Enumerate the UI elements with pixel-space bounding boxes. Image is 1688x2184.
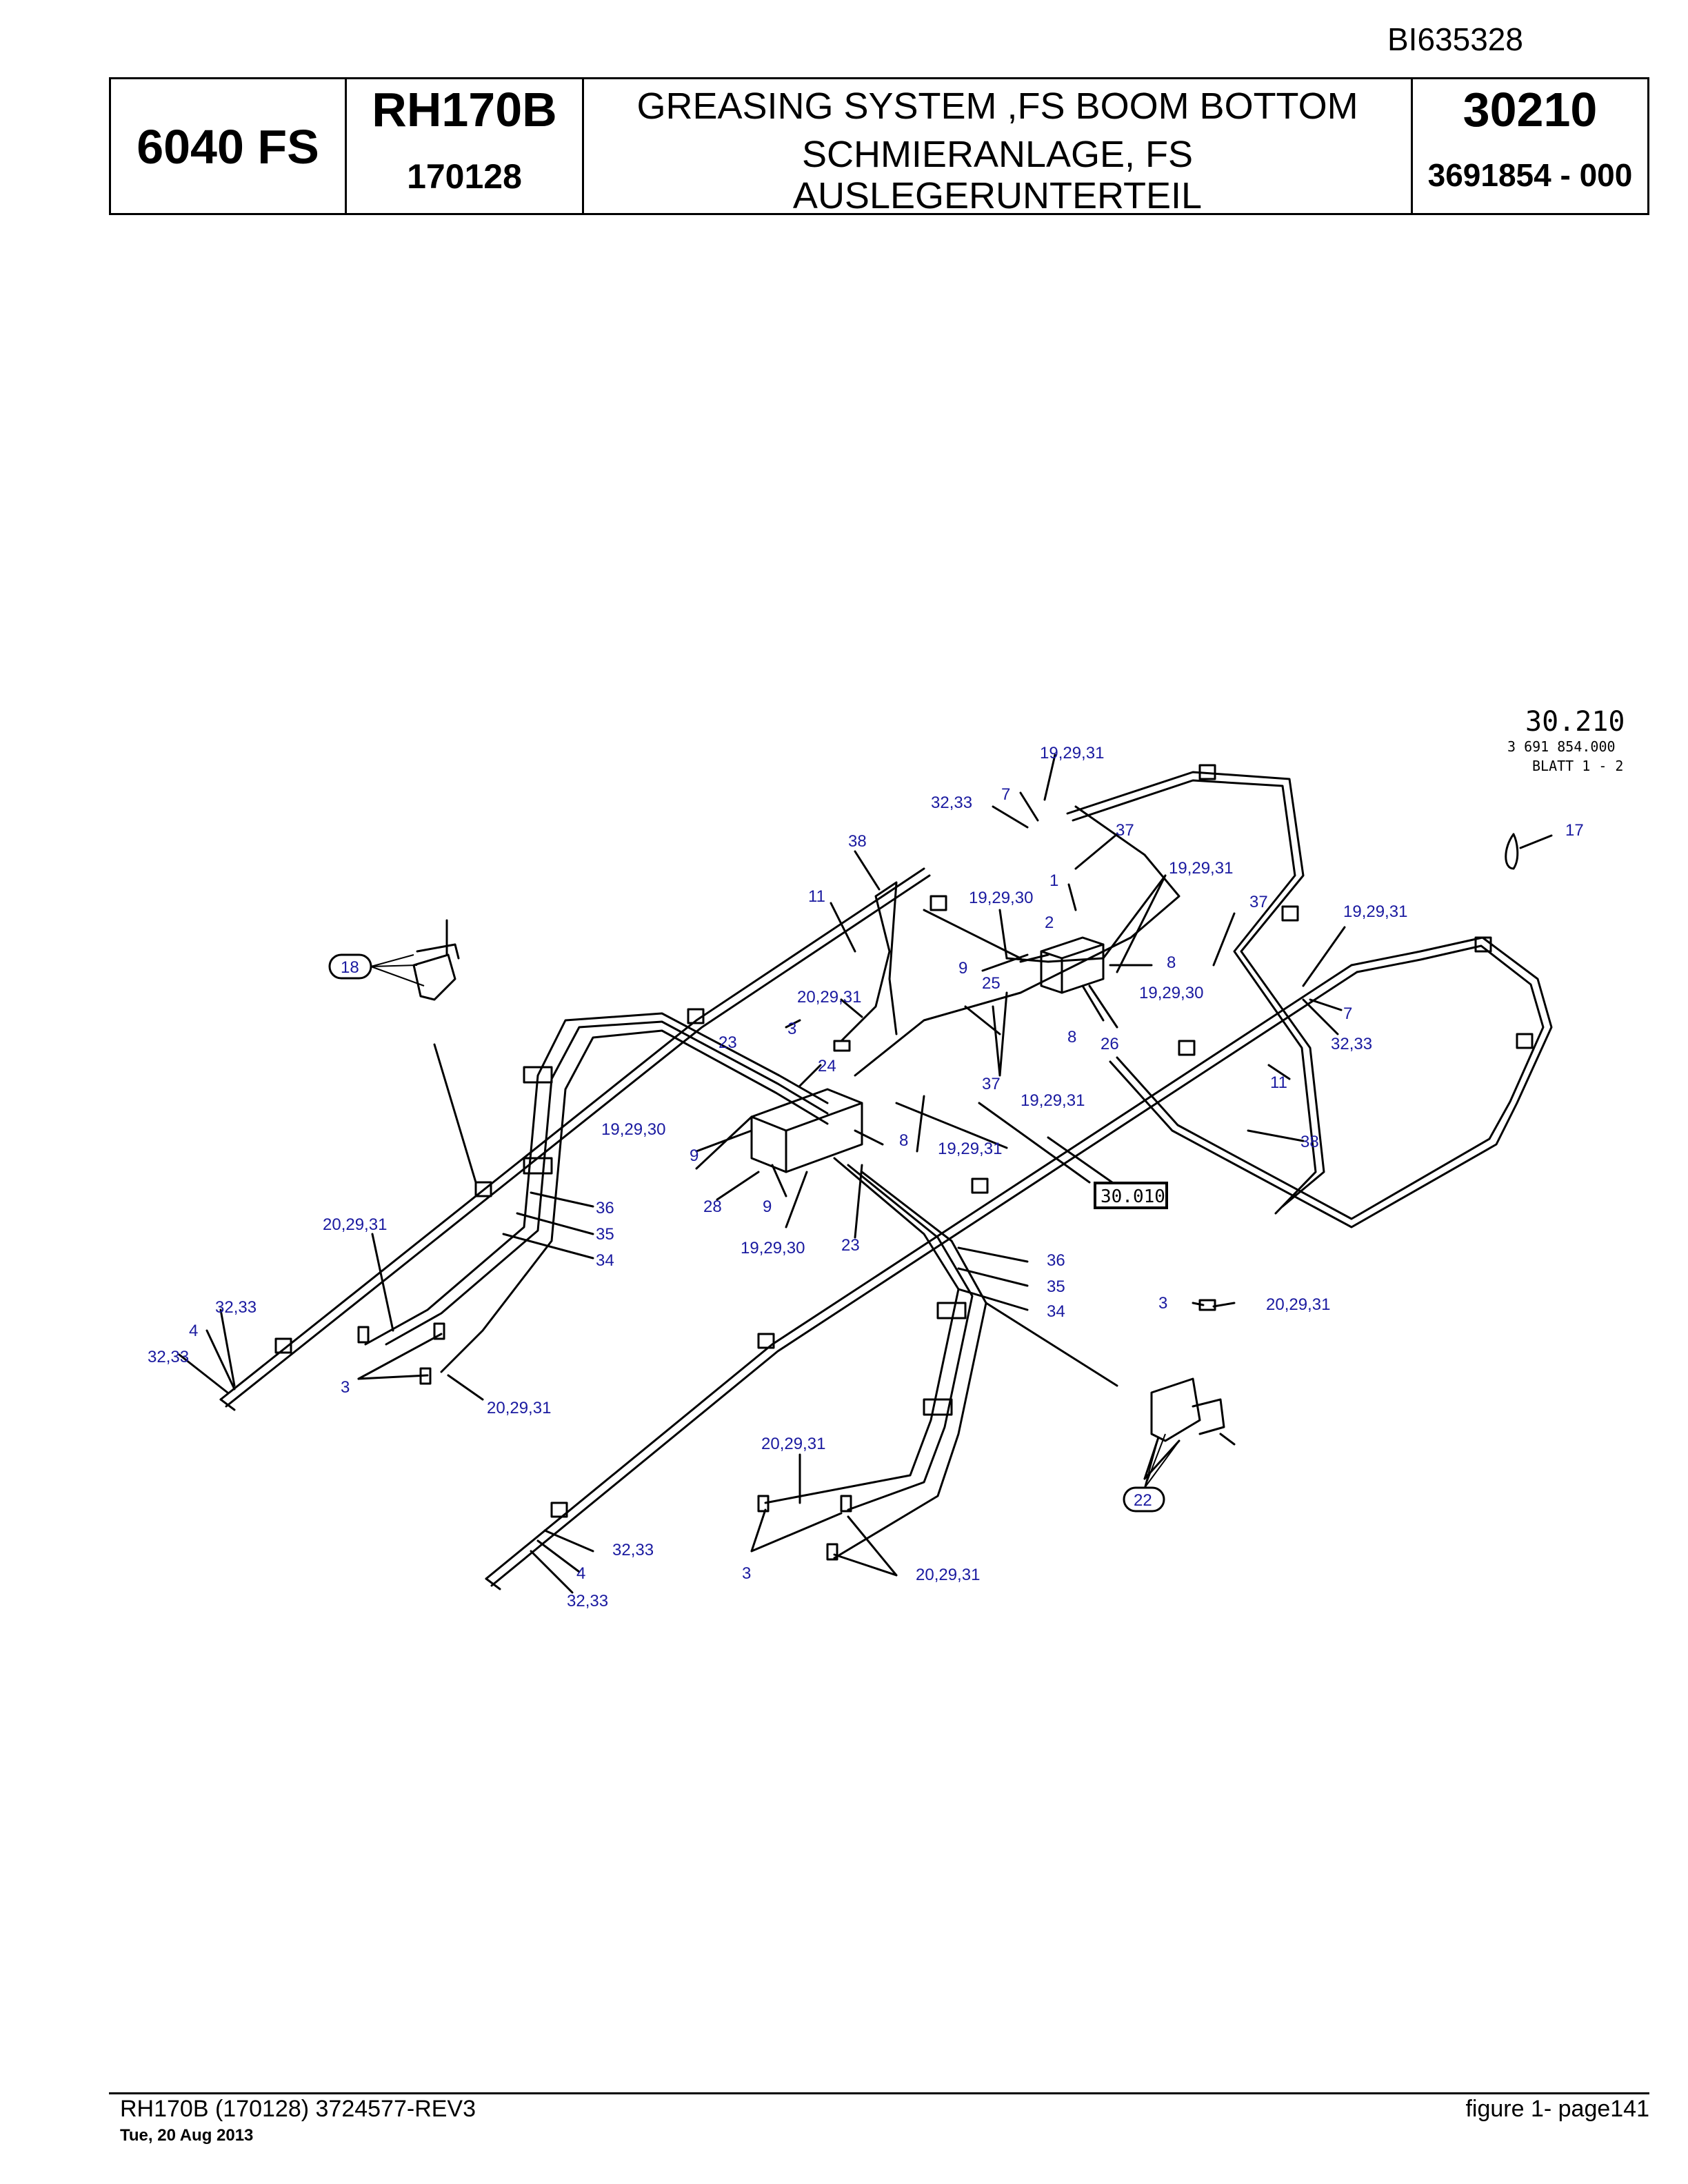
callout-label: 9 [763,1197,772,1216]
callout-18-circle: 18 [328,953,425,987]
callout-label: 20,29,31 [487,1399,551,1417]
machine-cell: 6040 FS [111,79,347,213]
stamp-group: 30.210 [1525,706,1625,738]
group-number: 30210 [1463,83,1598,136]
drawing-stamp: 30.210 3 691 854.000 BLATT 1 - 2 [1507,706,1625,774]
callout-label: 9 [958,959,967,978]
callout-label: 32,33 [215,1298,257,1317]
footer-right: figure 1- page141 [1465,2096,1649,2122]
model-name: RH170B [372,83,557,136]
callout-label: 22 [1134,1491,1152,1510]
callout-label: 24 [818,1057,836,1075]
title-block: 6040 FS RH170B 170128 GREASING SYSTEM ,F… [109,77,1649,216]
callout-label: 19,29,30 [969,889,1033,907]
callout-label: 19,29,30 [601,1120,665,1139]
callout-label: 20,29,31 [323,1215,387,1234]
callout-label: 4 [576,1564,585,1583]
callout-label: 26 [1101,1035,1119,1053]
callout-label: 36 [1047,1251,1065,1270]
callout-label: 20,29,31 [761,1435,825,1453]
callout-label: 37 [1249,893,1268,911]
callout-label: 19,29,31 [1021,1091,1085,1110]
title-cell: GREASING SYSTEM ,FS BOOM BOTTOM SCHMIERA… [584,79,1413,216]
serial-number: 170128 [407,157,522,196]
callout-label: 1 [1049,871,1058,890]
callout-label: 34 [1047,1302,1065,1321]
callout-label: 3 [787,1020,796,1038]
callout-label: 32,33 [567,1592,608,1610]
callout-label: 18 [341,958,359,977]
callout-label: 7 [1343,1004,1352,1023]
title-german-2: AUSLEGERUNTERTEIL [792,175,1203,216]
callout-label: 28 [703,1197,722,1216]
document-id: BI635328 [1387,21,1523,57]
callout-label: 8 [1167,953,1176,972]
model-cell: RH170B 170128 [347,79,584,213]
footer-date: Tue, 20 Aug 2013 [120,2126,254,2145]
callout-label: 35 [596,1225,614,1244]
callout-label: 19,29,31 [1169,859,1233,878]
callout-label: 19,29,31 [1343,902,1407,921]
footer-left: RH170B (170128) 3724577-REV3 [120,2096,476,2122]
machine-name: 6040 FS [137,120,319,174]
callout-label: 37 [982,1075,1001,1093]
footer-rule [109,2092,1649,2094]
callout-label: 20,29,31 [797,988,861,1007]
callout-label: 19,29,31 [938,1140,1002,1158]
callout-label: 3 [742,1564,751,1583]
callout-label: 37 [1116,821,1134,840]
title-german-1: SCHMIERANLAGE, FS [801,134,1194,175]
reference-box: 30.010 [1094,1182,1168,1209]
callout-label: 17 [1565,821,1584,840]
callout-label: 11 [808,887,825,906]
callout-label: 2 [1045,913,1054,932]
stamp-number: 3 691 854.000 [1507,738,1616,755]
callout-label: 4 [189,1322,198,1340]
callout-label: 32,33 [931,793,972,812]
callout-label: 8 [899,1131,908,1150]
title-english: GREASING SYSTEM ,FS BOOM BOTTOM [636,85,1358,127]
callout-label: 11 [1270,1073,1287,1092]
callout-label: 8 [1067,1028,1076,1046]
callout-label: 32,33 [1331,1035,1372,1053]
callout-label: 23 [719,1033,737,1052]
callout-22-circle: 22 [1123,1433,1180,1513]
callout-label: 32,33 [148,1348,189,1366]
callout-label: 19,29,30 [1139,984,1203,1002]
callout-label: 9 [690,1146,699,1165]
callout-label: 7 [1001,785,1010,804]
callout-label: 35 [1047,1277,1065,1296]
callout-label: 23 [841,1236,860,1255]
part-number: 3691854 - 000 [1427,157,1633,193]
group-cell: 30210 3691854 - 000 [1413,79,1647,213]
callout-label: 38 [848,832,867,851]
callout-label: 20,29,31 [916,1566,980,1584]
callout-label: 32,33 [612,1541,654,1559]
callout-label: 36 [596,1199,614,1217]
callout-label: 19,29,31 [1040,744,1104,762]
callout-label: 34 [596,1251,614,1270]
callout-label: 19,29,30 [741,1239,805,1257]
callout-label: 38 [1300,1133,1319,1151]
callout-label: 3 [341,1378,350,1397]
stamp-sheet: BLATT 1 - 2 [1532,758,1623,774]
callout-label: 20,29,31 [1266,1295,1330,1314]
reference-box-label: 30.010 [1101,1186,1165,1207]
callout-label: 3 [1158,1294,1167,1313]
callout-label: 25 [982,974,1001,993]
